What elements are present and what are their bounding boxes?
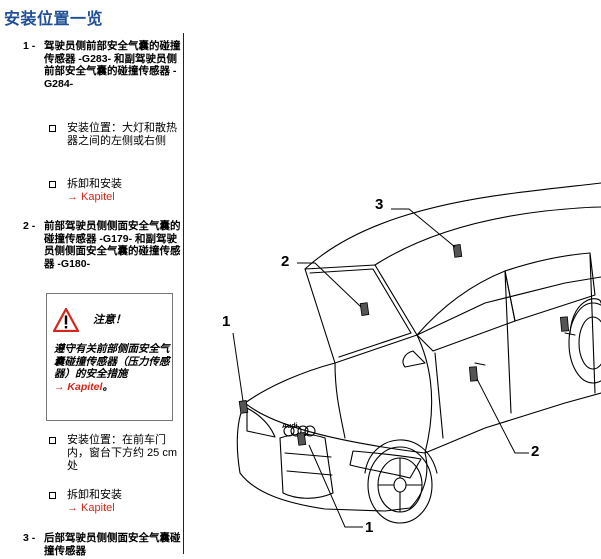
kapitel-link[interactable]: → Kapitel xyxy=(54,380,103,393)
sub-item-label: 拆卸和安装 xyxy=(67,489,122,501)
square-bullet-icon xyxy=(49,181,56,188)
sub-item-label: 拆卸和安装 xyxy=(67,178,122,190)
square-bullet-icon xyxy=(49,437,56,444)
kapitel-link[interactable]: → Kapitel xyxy=(67,191,115,203)
caution-suffix: 。 xyxy=(102,380,113,393)
item-number: 1 - xyxy=(23,40,36,52)
sub-item-text: 拆卸和安装 → Kapitel xyxy=(67,489,182,515)
callout-1-left: 1 xyxy=(222,313,231,330)
caution-title: 注意！ xyxy=(93,314,126,326)
item-number: 3 - xyxy=(23,532,36,544)
item-title: 驾驶员侧前部安全气囊的碰撞传感器 -G283- 和副驾驶员侧前部安全气囊的碰撞传… xyxy=(44,40,181,90)
item-title: 后部驾驶员侧侧面安全气囊碰撞传感器 xyxy=(44,532,181,557)
callout-2-bottom: 2 xyxy=(531,443,540,460)
parts-list: 1 - 驾驶员侧前部安全气囊的碰撞传感器 -G283- 和副驾驶员侧前部安全气囊… xyxy=(0,0,182,557)
warning-icon xyxy=(53,308,79,332)
car-illustration: 1 2 3 1 2 Audi xyxy=(185,33,601,554)
callout-3: 3 xyxy=(375,196,384,213)
square-bullet-icon xyxy=(49,492,56,499)
callout-2-top: 2 xyxy=(281,253,290,270)
caution-body: 遵守有关前部侧面安全气囊碰撞传感器（压力传感器）的安全措施 xyxy=(54,343,170,380)
car-drawing xyxy=(232,182,601,528)
sub-item-text: 安装位置：大灯和散热器之间的左侧或右侧 xyxy=(67,122,177,147)
grille-badge: Audi xyxy=(282,423,298,430)
callout-1-bottom: 1 xyxy=(365,519,374,536)
column-divider xyxy=(183,33,184,554)
caution-box: 注意！ 遵守有关前部侧面安全气囊碰撞传感器（压力传感器）的安全措施 → Kapi… xyxy=(46,293,173,421)
sub-item-text: 拆卸和安装 → Kapitel xyxy=(67,178,182,204)
item-title: 前部驾驶员侧侧面安全气囊的碰撞传感器 -G179- 和副驾驶员侧侧面安全气囊的碰… xyxy=(44,220,181,270)
sub-item-text: 安装位置：在前车门内，窗台下方约 25 cm 处 xyxy=(67,434,178,472)
kapitel-link[interactable]: → Kapitel xyxy=(67,502,115,514)
square-bullet-icon xyxy=(49,125,56,132)
caution-text: 遵守有关前部侧面安全气囊碰撞传感器（压力传感器）的安全措施 → Kapitel。 xyxy=(54,343,170,393)
page-title: 安装位置一览 xyxy=(4,11,104,28)
item-number: 2 - xyxy=(23,220,36,232)
